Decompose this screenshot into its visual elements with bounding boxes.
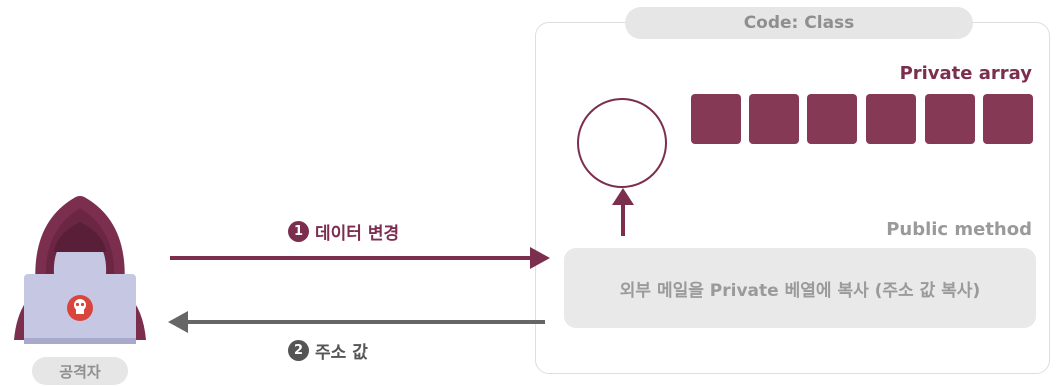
step1-arrow-icon — [170, 247, 550, 269]
private-array-label: Private array — [899, 63, 1032, 84]
up-arrow-icon — [612, 188, 634, 236]
array-cell — [691, 94, 741, 144]
hooded-hacker-icon — [14, 196, 146, 344]
step-1-label: 1 데이터 변경 — [288, 219, 399, 244]
step2-arrow-icon — [168, 311, 545, 333]
array-cell — [983, 94, 1033, 144]
array-cell — [925, 94, 975, 144]
step-2-label: 2 주소 값 — [288, 338, 368, 363]
step-2-badge: 2 — [288, 340, 309, 361]
step-2-text: 주소 값 — [315, 343, 368, 363]
array-cell — [749, 94, 799, 144]
class-title: Code: Class — [625, 7, 973, 39]
attacker-label: 공격자 — [32, 357, 128, 385]
array-cell — [807, 94, 857, 144]
public-method-label: Public method — [886, 219, 1032, 240]
step-1-text: 데이터 변경 — [315, 224, 400, 244]
array-cell — [866, 94, 916, 144]
public-method-box: 외부 메일을 Private 베열에 복사 (주소 값 복사) — [564, 248, 1036, 328]
object-reference-circle — [577, 98, 667, 188]
step-1-badge: 1 — [288, 221, 309, 242]
